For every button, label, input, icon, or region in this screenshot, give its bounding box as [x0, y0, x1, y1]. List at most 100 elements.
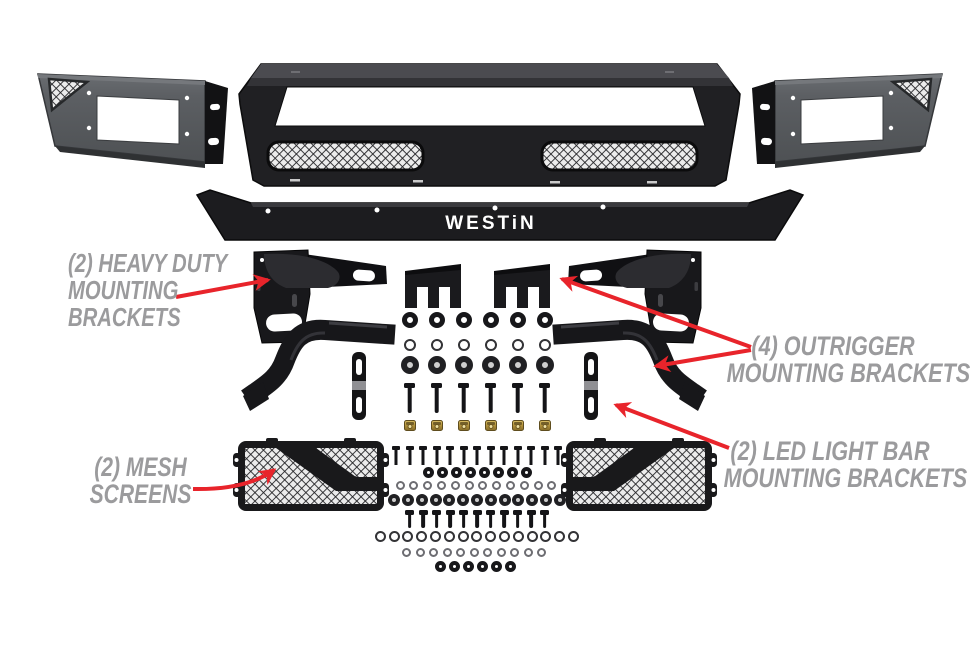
flat-washers-small-item	[457, 494, 470, 506]
thin-washers-item	[464, 481, 474, 490]
flat-washers-item	[427, 356, 446, 374]
westin-logo: WESTiN	[445, 213, 537, 234]
flat-washers-large-item	[526, 531, 538, 542]
thin-washers-item	[409, 481, 419, 490]
hex-bolts-item	[485, 383, 496, 413]
arrow-outrigger-upper	[559, 275, 752, 349]
clip-nuts-item	[538, 420, 551, 431]
flat-washers-item	[535, 356, 554, 374]
flat-washers-small-item	[470, 494, 483, 506]
flat-washers-small-item	[512, 494, 525, 506]
hardware-row-small-screws	[392, 446, 562, 465]
thin-washers-item	[478, 481, 488, 490]
flat-washers-item	[508, 356, 527, 374]
small-bolts-item	[472, 510, 482, 528]
hex-nuts-item	[509, 312, 526, 328]
small-bolts-item	[432, 510, 441, 528]
lock-washers-item	[538, 339, 551, 351]
small-screws-item	[446, 446, 454, 465]
label-led-light-bar-mounting-brackets: (2) LED LIGHT BAR MOUNTING BRACKETS	[697, 436, 968, 493]
small-screws-item	[473, 446, 481, 465]
hardware-row-small-hex-nuts	[422, 467, 532, 478]
label-line: MOUNTING	[68, 275, 179, 305]
center-bumper	[238, 63, 741, 187]
hex-bolts-item	[539, 383, 550, 413]
lock-washers-item	[511, 339, 524, 351]
flat-washers-item	[400, 356, 419, 374]
hex-bolts-item	[512, 383, 523, 413]
flat-washers-item	[481, 356, 500, 374]
flat-washers-large-item	[388, 531, 400, 542]
clip-nuts-item	[403, 420, 416, 431]
flat-washers-large-item	[443, 531, 455, 542]
hex-nuts-item	[401, 312, 418, 328]
label-line: (2) MESH	[94, 452, 187, 482]
hardware-row-clip-nuts	[403, 420, 551, 431]
small-screws-item	[432, 446, 441, 465]
label-line: (4) OUTRIGGER	[751, 331, 915, 361]
small-hex-nuts-item	[422, 467, 434, 478]
small-bolts-item	[526, 510, 536, 528]
flat-washers-small-item	[526, 494, 539, 506]
small-bolts-item	[418, 510, 428, 528]
lock-nuts-item	[448, 561, 460, 572]
clip-nuts-item	[511, 420, 524, 431]
small-hex-nuts-item	[450, 467, 462, 478]
flat-washers-large-item	[499, 531, 511, 542]
hex-nuts-item	[428, 312, 445, 328]
hardware-row-lock-washers	[403, 339, 551, 351]
small-bolts-item	[499, 510, 509, 528]
lock-nuts-item	[434, 561, 446, 572]
hardware-row-flat-washers	[400, 356, 554, 374]
lock-nuts-item	[462, 561, 474, 572]
small-screws-item	[527, 446, 535, 465]
arrow-outrigger-lower	[653, 348, 752, 373]
hex-nuts-item	[536, 312, 553, 328]
hardware-row-thin-washers-small	[402, 548, 546, 557]
small-screws-item	[405, 446, 414, 465]
small-bolts-item	[405, 510, 414, 528]
flat-washers-large-item	[512, 531, 524, 542]
small-hex-nuts-item	[506, 467, 518, 478]
small-bolts-item	[459, 510, 468, 528]
callout-arrows	[175, 274, 752, 492]
thin-washers-item	[395, 481, 405, 490]
label-line: (2) LED LIGHT BAR	[730, 436, 930, 466]
hex-bolts-item	[458, 383, 469, 413]
lock-nuts-item	[504, 561, 516, 572]
clip-nuts-item	[457, 420, 470, 431]
label-line: SCREENS	[89, 479, 192, 509]
flat-washers-large-item	[471, 531, 483, 542]
small-hex-nuts-item	[520, 467, 532, 478]
lock-washers-item	[457, 339, 470, 351]
small-screws-item	[419, 446, 427, 465]
hardware-row-hex-bolts	[404, 383, 550, 413]
flat-washers-large-item	[402, 531, 414, 542]
flat-washers-small-item	[443, 494, 456, 506]
small-bolts-item	[445, 510, 455, 528]
thin-washers-item	[547, 481, 557, 490]
thin-washers-item	[519, 481, 529, 490]
hardware-row-thin-washers	[395, 481, 557, 490]
small-screws-item	[513, 446, 522, 465]
flat-washers-small-item	[498, 494, 511, 506]
mesh-screen-left	[233, 438, 389, 511]
flat-washers-small-item	[429, 494, 442, 506]
hardware-row-small-bolts	[405, 510, 549, 528]
arrow-led	[613, 402, 730, 450]
lock-washers-item	[403, 339, 416, 351]
label-line: MOUNTING BRACKETS	[726, 358, 970, 388]
thin-washers-item	[533, 481, 543, 490]
small-screws-item	[486, 446, 495, 465]
small-bolts-item	[540, 510, 549, 528]
skid-plate: WESTiN	[195, 189, 805, 241]
thin-washers-small-item	[469, 548, 479, 557]
hex-nuts-item	[455, 312, 472, 328]
hardware-row-lock-nuts	[434, 561, 516, 572]
thin-washers-item	[436, 481, 446, 490]
small-hex-nuts-item	[436, 467, 448, 478]
label-heavy-duty-mounting-brackets: (2) HEAVY DUTY MOUNTING BRACKETS	[68, 250, 272, 331]
label-line: MOUNTING BRACKETS	[723, 463, 968, 493]
